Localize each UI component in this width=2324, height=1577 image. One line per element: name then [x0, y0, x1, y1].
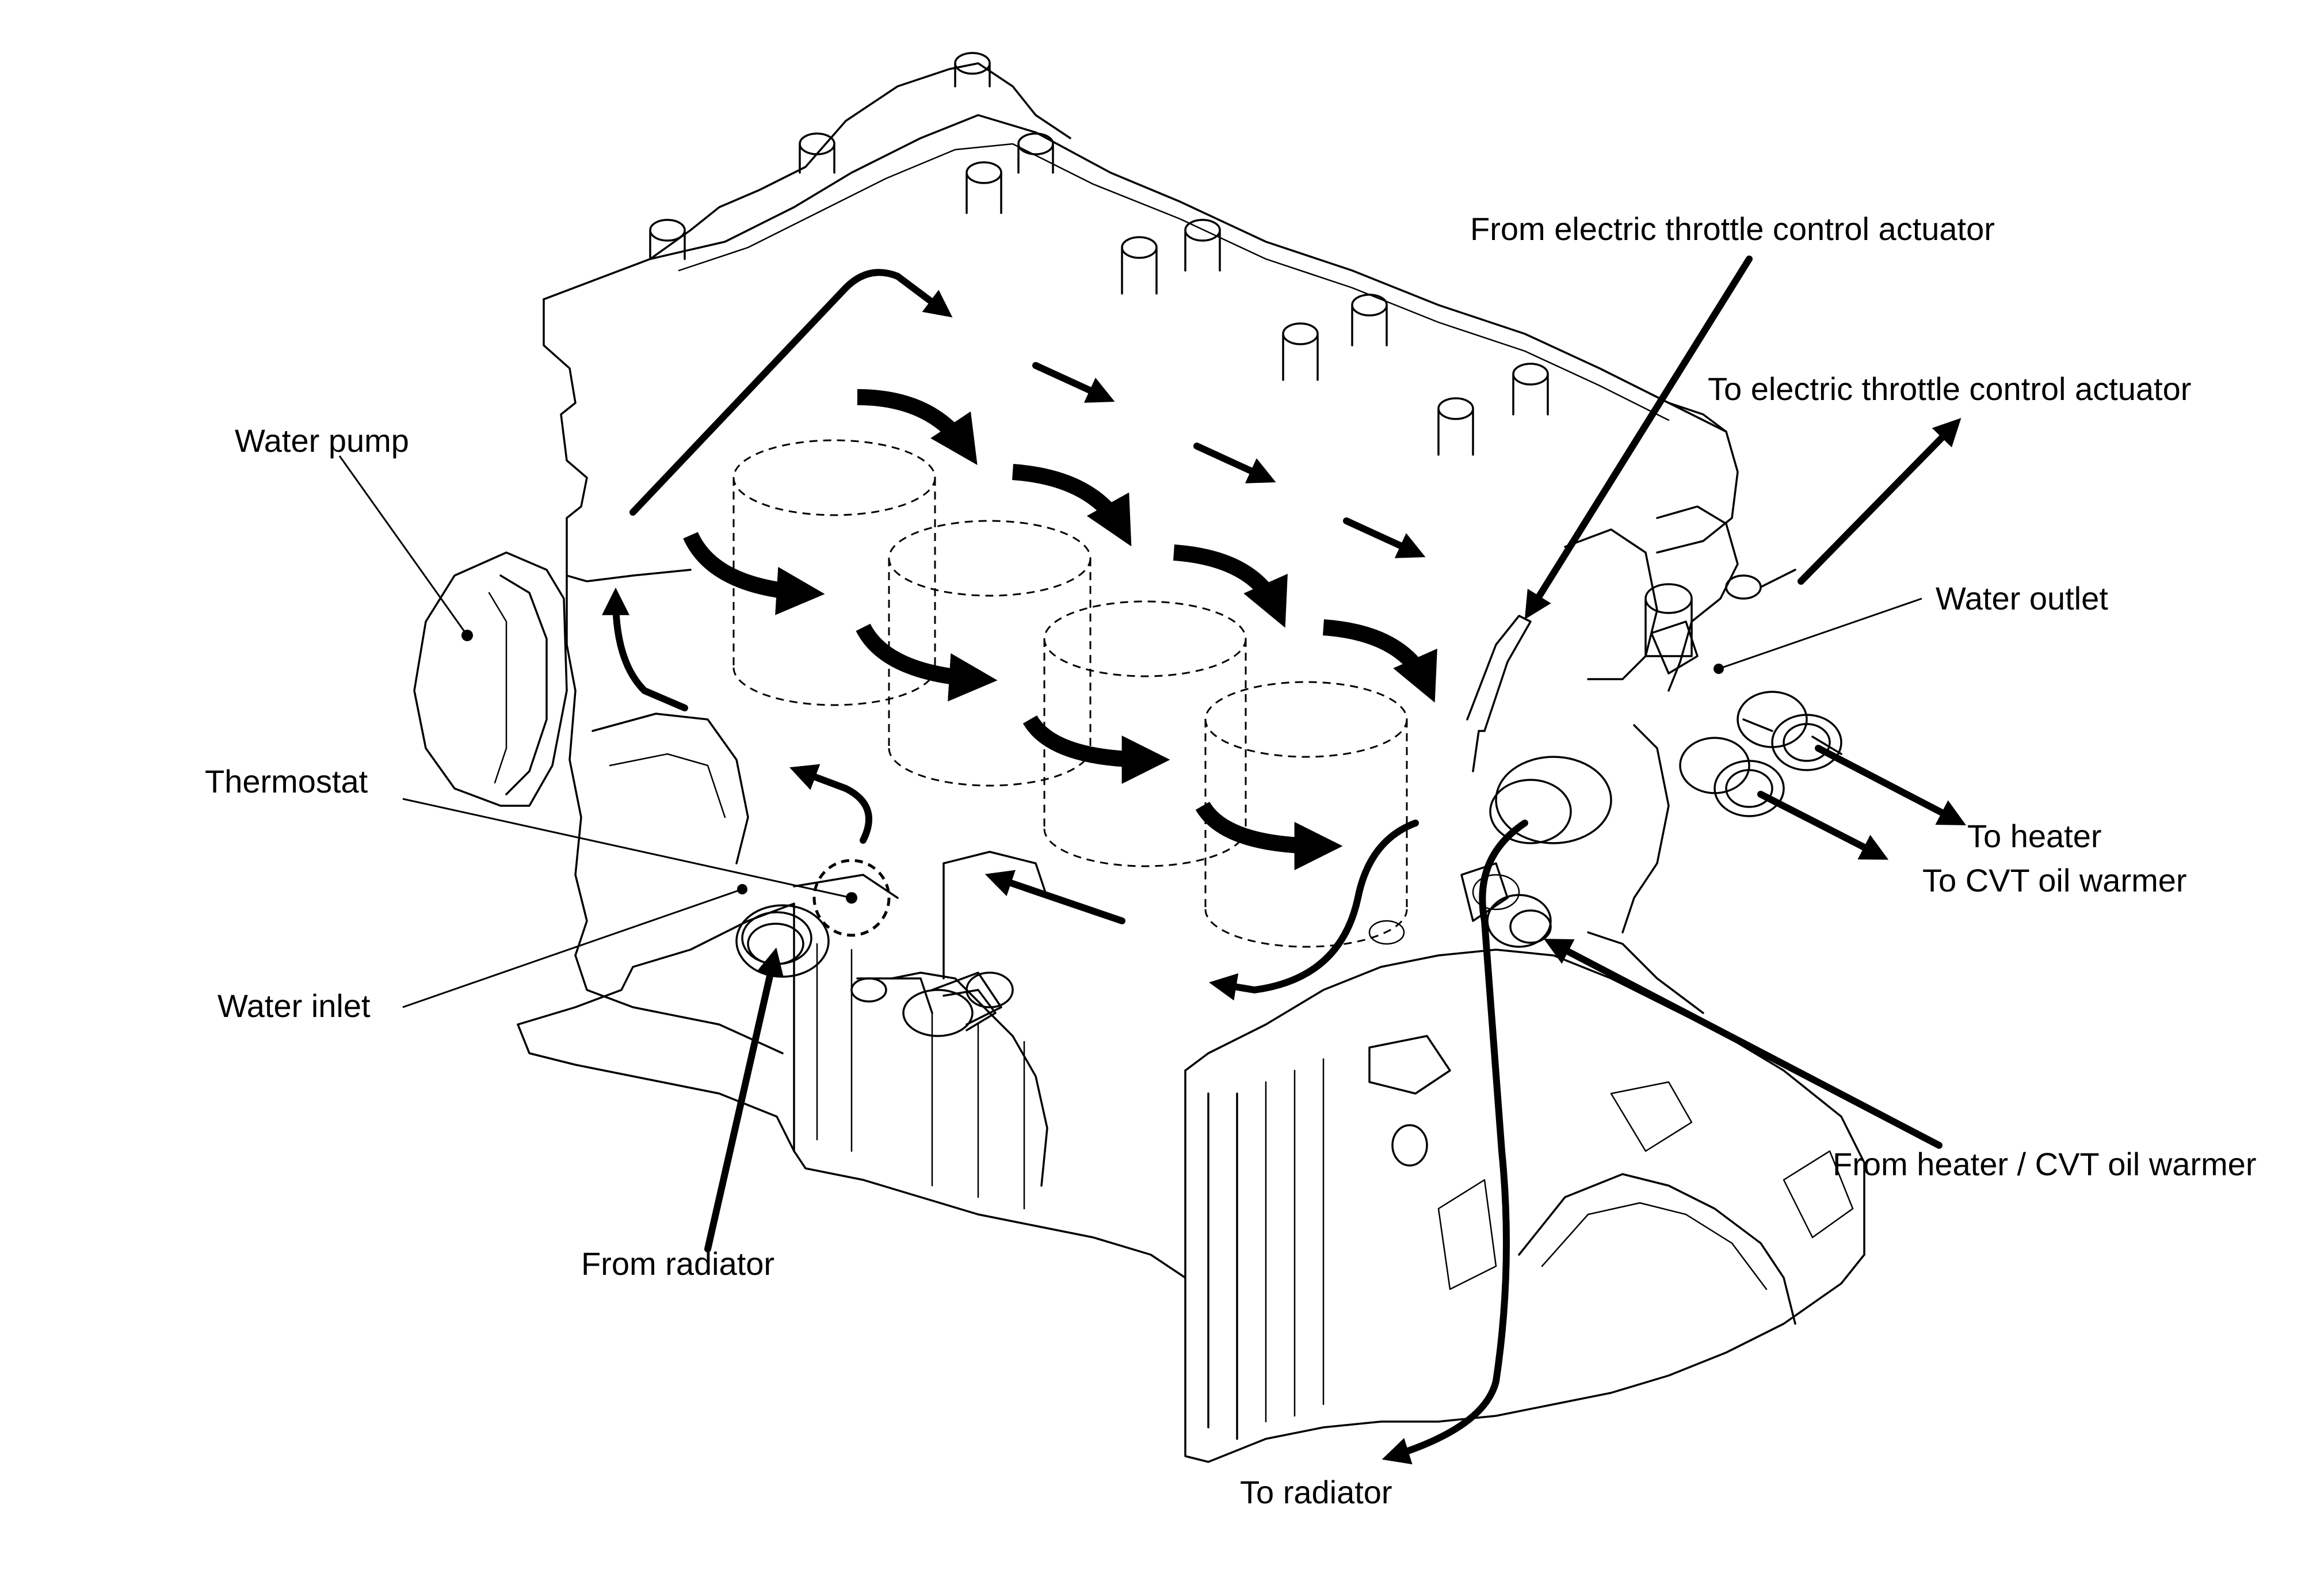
cylinder-bores: [732, 439, 1408, 948]
label-from-heater-cvt: From heater / CVT oil warmer: [1833, 1146, 2257, 1182]
label-thermostat: Thermostat: [205, 763, 368, 799]
water-pump: [413, 551, 568, 807]
engine-block-outline: [517, 52, 1865, 1463]
coolant-flow-arrows: [602, 256, 1967, 1465]
label-to-radiator: To radiator: [1240, 1474, 1392, 1510]
label-to-heater: To heater: [1967, 818, 2102, 854]
label-water-inlet: Water inlet: [217, 988, 371, 1024]
label-water-pump: Water pump: [235, 422, 409, 459]
head-bolts: [649, 52, 1549, 456]
label-to-etc-actuator: To electric throttle control actuator: [1708, 371, 2192, 407]
label-to-cvt-oil-warmer: To CVT oil warmer: [1922, 862, 2187, 898]
label-from-etc-actuator: From electric throttle control actuator: [1470, 211, 1995, 247]
leader-lines: [338, 455, 1922, 1008]
label-water-outlet: Water outlet: [1936, 580, 2108, 616]
label-from-radiator: From radiator: [581, 1245, 775, 1282]
